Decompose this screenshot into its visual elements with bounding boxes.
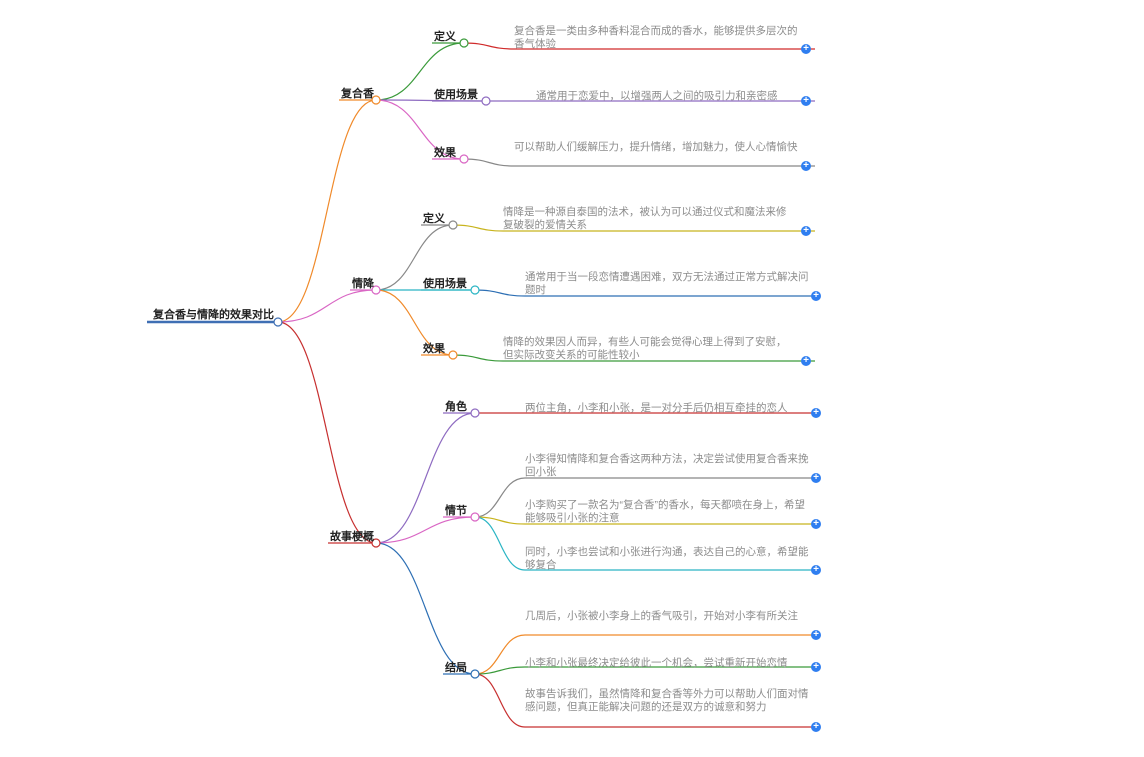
expand-plus-icon[interactable]: + bbox=[811, 662, 821, 672]
sub-connector bbox=[375, 224, 454, 291]
expand-plus-icon[interactable]: + bbox=[801, 161, 811, 171]
expand-plus-icon[interactable]: + bbox=[801, 356, 811, 366]
expand-plus-icon[interactable]: + bbox=[811, 473, 821, 483]
sub-label: 角色 bbox=[445, 401, 467, 413]
sub-label: 使用场景 bbox=[434, 89, 478, 101]
sub-connector bbox=[375, 289, 454, 356]
sub-node-dot[interactable] bbox=[470, 512, 480, 522]
sub-node-dot[interactable] bbox=[481, 96, 491, 106]
leaf-text: 可以帮助人们缓解压力，提升情绪，增加魅力，使人心情愉快 bbox=[514, 141, 798, 153]
leaf-text: 复合香是一类由多种香料混合而成的香水，能够提供多层次的香气体验 bbox=[514, 25, 798, 50]
expand-plus-icon[interactable]: + bbox=[801, 44, 811, 54]
leaf-connector bbox=[474, 477, 526, 518]
leaf-text: 同时，小李也尝试和小张进行沟通，表达自己的心意，希望能够复合 bbox=[525, 546, 809, 571]
root-node-dot[interactable] bbox=[273, 317, 283, 327]
sub-node-dot[interactable] bbox=[470, 669, 480, 679]
branch-node-dot[interactable] bbox=[371, 285, 381, 295]
sub-label: 使用场景 bbox=[423, 278, 467, 290]
leaf-connector bbox=[474, 673, 526, 728]
branch-connector bbox=[277, 289, 377, 323]
leaf-connector bbox=[474, 634, 526, 675]
branch-label: 复合香 bbox=[341, 88, 374, 100]
leaf-text: 通常用于当一段恋情遭遇困难，双方无法通过正常方式解决问题时 bbox=[525, 271, 809, 296]
leaf-connector bbox=[474, 516, 526, 525]
sub-label: 效果 bbox=[434, 147, 456, 159]
expand-plus-icon[interactable]: + bbox=[811, 408, 821, 418]
leaf-connector bbox=[474, 516, 526, 571]
sub-label: 情节 bbox=[445, 505, 467, 517]
sub-node-dot[interactable] bbox=[459, 154, 469, 164]
leaf-connector bbox=[474, 666, 526, 675]
leaf-connector bbox=[452, 354, 504, 362]
leaf-text: 几周后，小张被小李身上的香气吸引，开始对小李有所关注 bbox=[525, 610, 798, 622]
leaf-connector bbox=[463, 42, 515, 50]
leaf-text: 小李得知情降和复合香这两种方法，决定尝试使用复合香来挽回小张 bbox=[525, 453, 809, 478]
branch-connector bbox=[277, 99, 377, 323]
leaf-connector bbox=[452, 224, 504, 232]
sub-label: 效果 bbox=[423, 343, 445, 355]
sub-node-dot[interactable] bbox=[448, 220, 458, 230]
root-label: 复合香与情降的效果对比 bbox=[153, 309, 274, 321]
leaf-text: 小李购买了一款名为“复合香”的香水，每天都喷在身上，希望能够吸引小张的注意 bbox=[525, 499, 805, 524]
sub-node-dot[interactable] bbox=[448, 350, 458, 360]
sub-connector bbox=[375, 99, 465, 160]
leaf-text: 通常用于恋爱中，以增强两人之间的吸引力和亲密感 bbox=[536, 90, 778, 102]
sub-connector bbox=[375, 42, 465, 101]
sub-connector bbox=[375, 516, 476, 544]
branch-connector bbox=[277, 321, 377, 544]
expand-plus-icon[interactable]: + bbox=[801, 96, 811, 106]
expand-plus-icon[interactable]: + bbox=[811, 722, 821, 732]
leaf-text: 情降的效果因人而异，有些人可能会觉得心理上得到了安慰，但实际改变关系的可能性较小 bbox=[503, 336, 787, 361]
sub-label: 定义 bbox=[423, 213, 445, 225]
leaf-connector bbox=[463, 158, 515, 167]
expand-plus-icon[interactable]: + bbox=[811, 630, 821, 640]
branch-node-dot[interactable] bbox=[371, 538, 381, 548]
leaf-connector bbox=[474, 289, 526, 297]
sub-node-dot[interactable] bbox=[470, 285, 480, 295]
leaf-text: 故事告诉我们，虽然情降和复合香等外力可以帮助人们面对情感问题，但真正能解决问题的… bbox=[525, 688, 809, 713]
branch-label: 故事梗概 bbox=[330, 531, 374, 543]
leaf-text: 小李和小张最终决定给彼此一个机会，尝试重新开始恋情 bbox=[525, 657, 788, 669]
sub-connector bbox=[375, 542, 476, 675]
leaf-text: 情降是一种源自泰国的法术，被认为可以通过仪式和魔法来修复破裂的爱情关系 bbox=[503, 206, 787, 231]
sub-connector bbox=[375, 412, 476, 544]
sub-node-dot[interactable] bbox=[470, 408, 480, 418]
expand-plus-icon[interactable]: + bbox=[811, 291, 821, 301]
sub-node-dot[interactable] bbox=[459, 38, 469, 48]
branch-node-dot[interactable] bbox=[371, 95, 381, 105]
sub-label: 结局 bbox=[445, 662, 467, 674]
sub-label: 定义 bbox=[434, 31, 456, 43]
branch-label: 情降 bbox=[352, 278, 374, 290]
expand-plus-icon[interactable]: + bbox=[801, 226, 811, 236]
expand-plus-icon[interactable]: + bbox=[811, 519, 821, 529]
leaf-text: 两位主角，小李和小张，是一对分手后仍相互牵挂的恋人 bbox=[525, 402, 788, 414]
expand-plus-icon[interactable]: + bbox=[811, 565, 821, 575]
